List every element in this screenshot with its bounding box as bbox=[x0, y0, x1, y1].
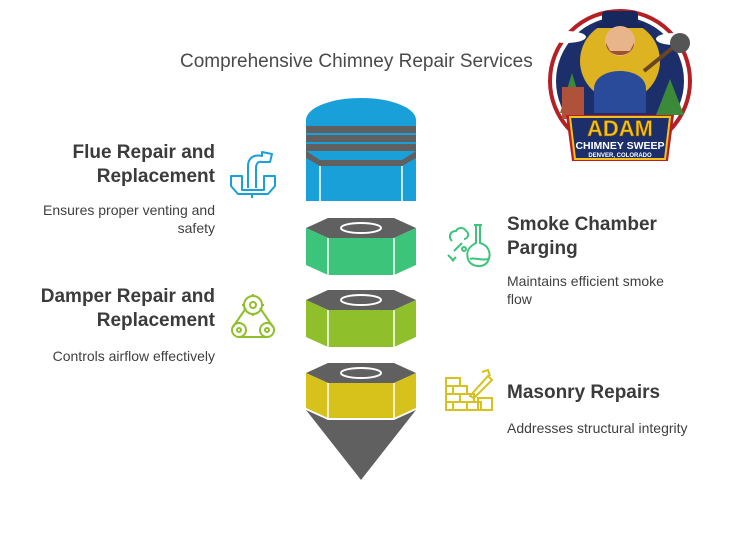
damper-description-line-1: Controls airflow effectively bbox=[52, 348, 215, 364]
smoke-chamber-description-line-2: flow bbox=[507, 291, 532, 307]
flue-heading-line-2: Replacement bbox=[96, 166, 215, 187]
flue-heading: Flue Repair and Replacement bbox=[40, 141, 215, 189]
smoke-chamber-description: Maintains efficient smoke flow bbox=[507, 272, 707, 308]
smoke-chamber-heading: Smoke Chamber Parging bbox=[507, 213, 707, 261]
smoke-chamber-description-line-1: Maintains efficient smoke bbox=[507, 273, 664, 289]
smoke-chamber-heading-line-1: Smoke Chamber bbox=[507, 214, 657, 235]
flue-description-line-2: safety bbox=[177, 220, 215, 236]
company-logo: ADAM CHIMNEY SWEEP DENVER, COLORADO bbox=[544, 3, 696, 169]
bricks-trowel-icon bbox=[445, 368, 494, 411]
logo-name: ADAM bbox=[587, 116, 653, 141]
masonry-heading-line-1: Masonry Repairs bbox=[507, 382, 661, 403]
damper-heading-line-2: Replacement bbox=[96, 310, 215, 331]
masonry-description-line-1: Addresses structural integrity bbox=[507, 420, 688, 436]
damper-heading-line-1: Damper Repair and bbox=[40, 286, 215, 307]
stack-segment-masonry bbox=[306, 363, 416, 484]
stack-segment-flue bbox=[306, 98, 416, 203]
chimney-sweep-mascot-icon: ADAM CHIMNEY SWEEP DENVER, COLORADO bbox=[546, 9, 692, 161]
logo-subtitle: CHIMNEY SWEEP bbox=[575, 140, 664, 152]
logo-location: DENVER, COLORADO bbox=[588, 153, 652, 159]
flask-icon bbox=[447, 224, 491, 267]
page-title: Comprehensive Chimney Repair Services bbox=[180, 51, 533, 72]
stack-segment-damper bbox=[306, 290, 416, 347]
gear-belt-icon bbox=[231, 294, 275, 338]
damper-heading: Damper Repair and Replacement bbox=[20, 285, 215, 333]
smoke-chamber-heading-line-2: Parging bbox=[507, 238, 578, 259]
flue-description: Ensures proper venting and safety bbox=[20, 201, 215, 237]
flue-heading-line-1: Flue Repair and bbox=[72, 142, 215, 163]
stack-segment-smoke-chamber bbox=[306, 218, 416, 275]
damper-description: Controls airflow effectively bbox=[20, 347, 215, 365]
masonry-heading: Masonry Repairs bbox=[507, 381, 717, 405]
pipe-icon bbox=[230, 151, 276, 198]
masonry-description: Addresses structural integrity bbox=[507, 419, 722, 437]
flue-description-line-1: Ensures proper venting and bbox=[43, 202, 215, 218]
